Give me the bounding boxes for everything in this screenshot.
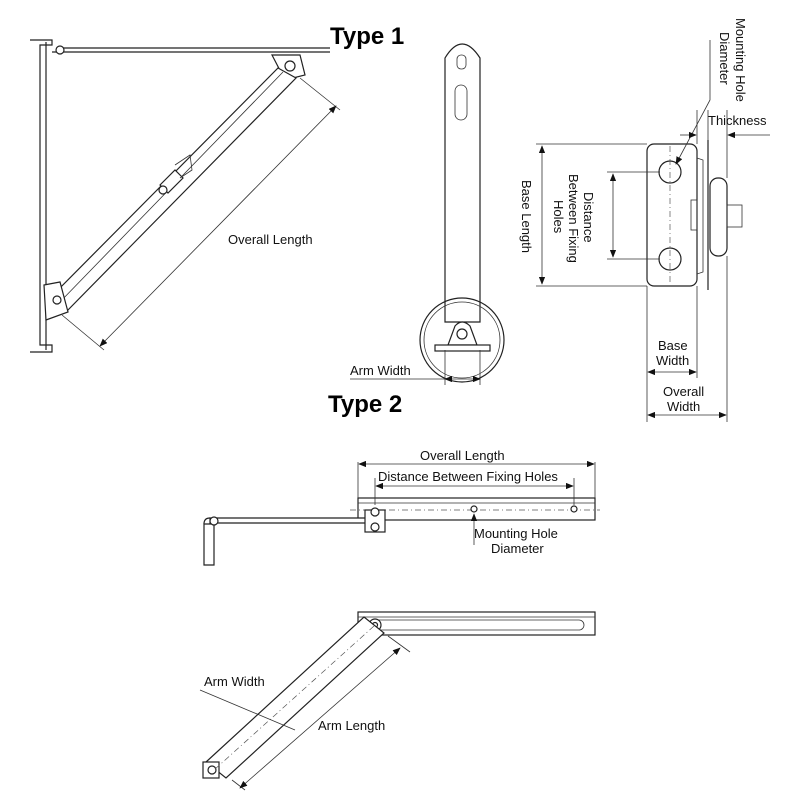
type1-overall-width-label-line1: Overall [663,384,704,399]
type2-open-view: Arm Length Arm Width [199,611,596,791]
type1-distance-label-line1: Distance [581,192,596,243]
type2-arm-length-label: Arm Length [318,718,385,733]
type1-overall-width-label-line2: Width [667,399,700,414]
type2-mounting-hole-label-line1: Mounting Hole [474,526,558,541]
type1-side-view: Overall Length [30,39,341,353]
type1-overall-length-label: Overall Length [228,232,313,247]
type1-thickness-label: Thickness [708,113,767,128]
type1-front-view: Arm Width [350,43,505,385]
type2-title: Type 2 [328,391,402,418]
type1-mounting-hole-label-line1: Mounting Hole [733,18,748,102]
type2-distance-label: Distance Between Fixing Holes [378,469,558,484]
type1-base-length-label: Base Length [519,180,534,253]
type1-distance-label-line2: Between Fixing [566,174,581,263]
type1-distance-label-line3: Holes [551,200,566,234]
type2-arm-width-label: Arm Width [204,674,265,689]
type1-arm-width-label: Arm Width [350,363,411,378]
type1-base-detail: Base Length Distance Between Fixing Hole… [519,18,770,422]
type1-base-width-label-line2: Width [656,353,689,368]
type2-mounting-hole-label-line2: Diameter [491,541,544,556]
type1-base-width-label-line1: Base [658,338,688,353]
type1-title: Type 1 [330,23,404,50]
type1-mounting-hole-label-line2: Diameter [717,32,732,85]
type2-closed-view: Overall Length Distance Between Fixing H… [203,448,600,566]
type2-overall-length-label: Overall Length [420,448,505,463]
